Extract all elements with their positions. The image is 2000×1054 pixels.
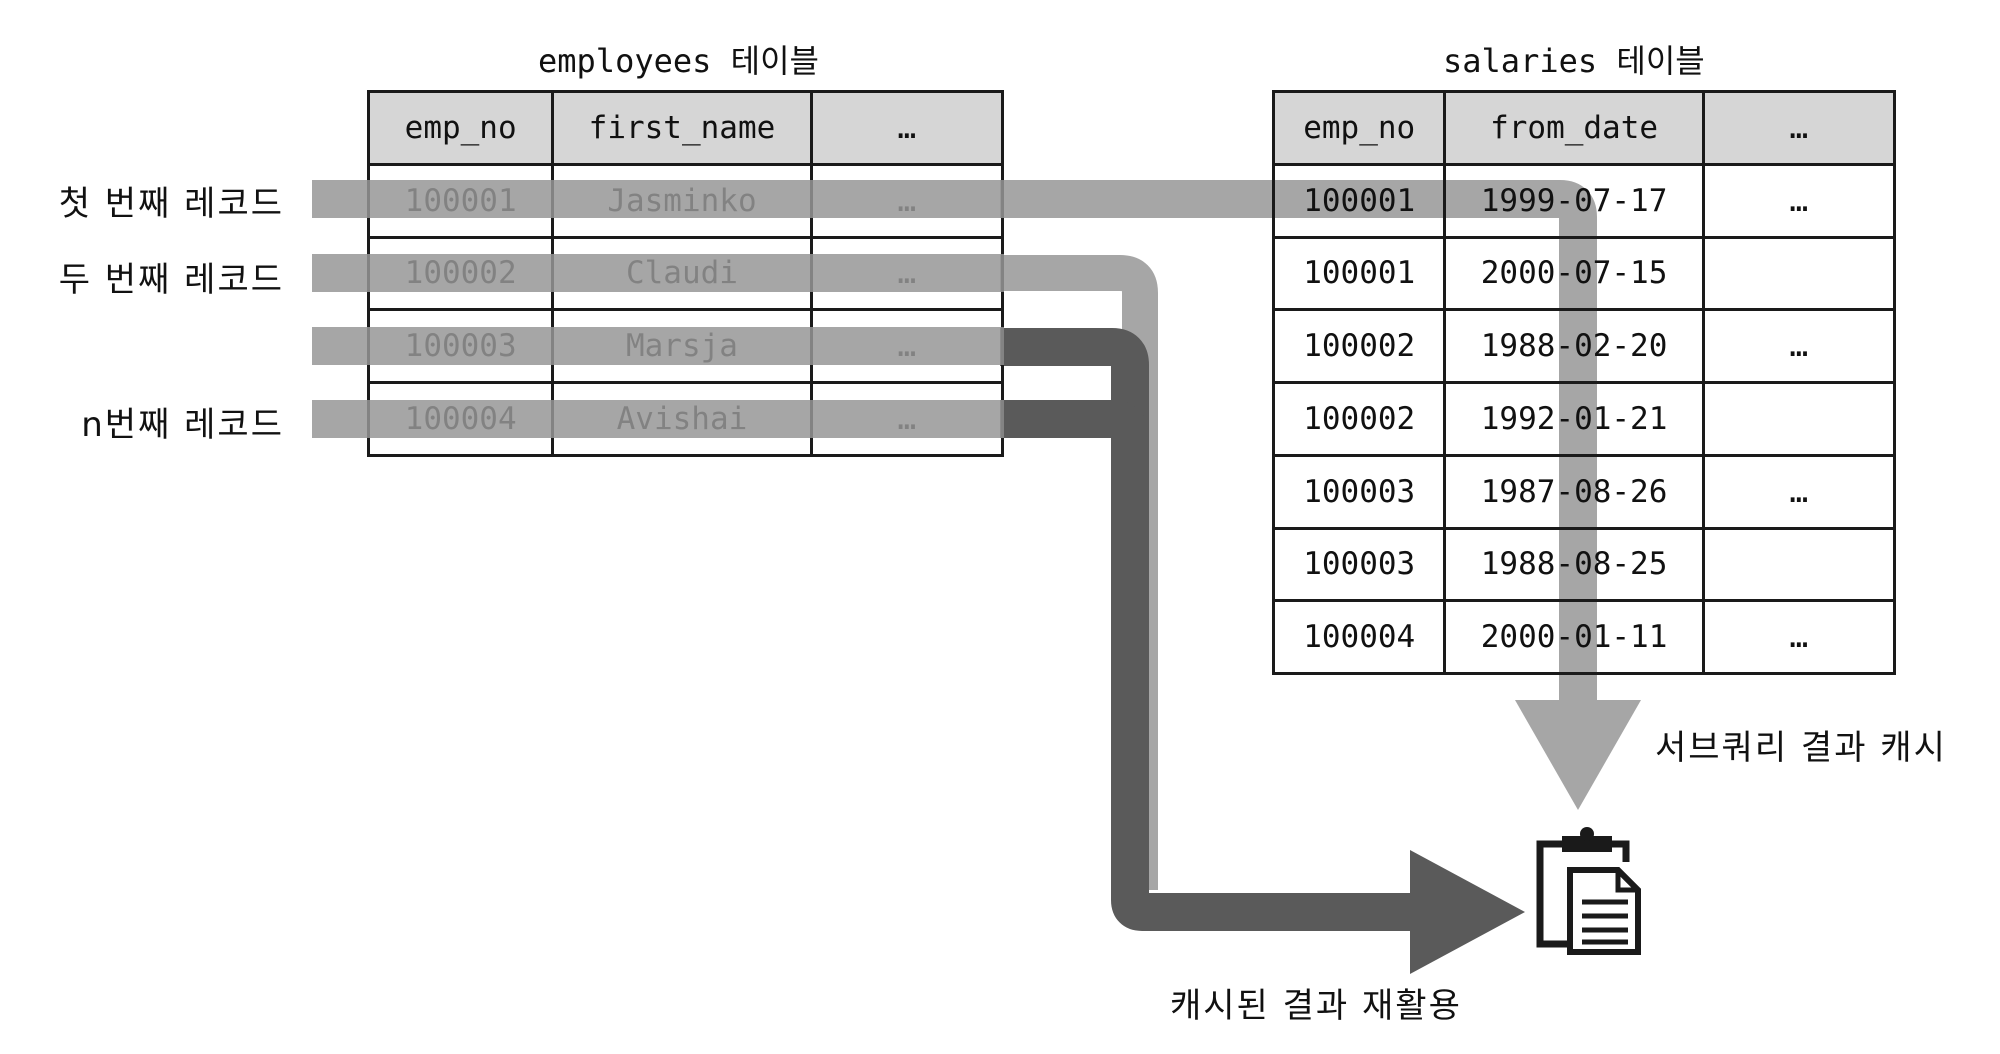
salaries-cell: 1988-08-25 [1443,526,1705,603]
salaries-cell: 100002 [1271,381,1447,457]
salaries-cell: 2000-07-15 [1443,235,1705,312]
record-highlight-bar [312,400,1004,438]
employees-caption: employees 테이블 [538,42,819,80]
salaries-row: 100003 1987-08-26 … [1271,453,1897,530]
employees-header-cell: … [809,90,1005,166]
salaries-header-cell: emp_no [1271,90,1447,166]
salaries-caption: salaries 테이블 [1443,42,1705,80]
record-highlight-bar [312,254,1004,292]
salaries-header-cell: from_date [1443,90,1705,166]
reuse-path-row2 [1000,255,1158,890]
salaries-cell: 100004 [1271,599,1447,675]
salaries-cell [1701,526,1897,603]
reuse-path-row4 [1000,400,1149,600]
employees-header-row: emp_no first_name … [366,90,1005,166]
record-highlight-bar [312,327,1004,365]
salaries-cell: 2000-01-11 [1443,599,1705,675]
nth-record-label: n번째 레코드 [81,405,284,445]
salaries-cell: 1988-02-20 [1443,308,1705,384]
salaries-cell: 1992-01-21 [1443,381,1705,457]
subquery-arrowhead [1515,700,1641,810]
record-highlight-bar [312,180,1004,218]
salaries-cell: 100003 [1271,526,1447,603]
salaries-row: 100003 1988-08-25 [1271,526,1897,603]
salaries-cell: 100001 [1271,235,1447,312]
salaries-row: 100001 1999-07-17 … [1271,162,1897,239]
salaries-cell: … [1701,453,1897,530]
salaries-cell: 100002 [1271,308,1447,384]
second-record-label: 두 번째 레코드 [58,260,284,300]
first-record-label: 첫 번째 레코드 [58,184,284,224]
employees-header-cell: first_name [551,90,813,166]
salaries-cell: … [1701,308,1897,384]
salaries-row: 100001 2000-07-15 [1271,235,1897,312]
salaries-cell: 100003 [1271,453,1447,530]
reuse-arrowhead [1410,850,1525,974]
salaries-cell: … [1701,162,1897,239]
reuse-path [1000,328,1440,931]
salaries-table: emp_no from_date … 100001 1999-07-17 … 1… [1271,90,1897,675]
salaries-header-row: emp_no from_date … [1271,90,1897,166]
employees-header-cell: emp_no [366,90,555,166]
salaries-cell: … [1701,599,1897,675]
salaries-row: 100004 2000-01-11 … [1271,599,1897,675]
salaries-cell: 1987-08-26 [1443,453,1705,530]
subquery-cache-note: 서브쿼리 결과 캐시 [1655,728,1947,768]
salaries-cell: 100001 [1271,162,1447,239]
salaries-row: 100002 1992-01-21 [1271,381,1897,457]
salaries-cell [1701,381,1897,457]
salaries-row: 100002 1988-02-20 … [1271,308,1897,384]
reuse-cached-note: 캐시된 결과 재활용 [1170,986,1462,1026]
salaries-cell: 1999-07-17 [1443,162,1705,239]
clipboard-document-icon [1536,827,1641,955]
salaries-cell [1701,235,1897,312]
salaries-header-cell: … [1701,90,1897,166]
